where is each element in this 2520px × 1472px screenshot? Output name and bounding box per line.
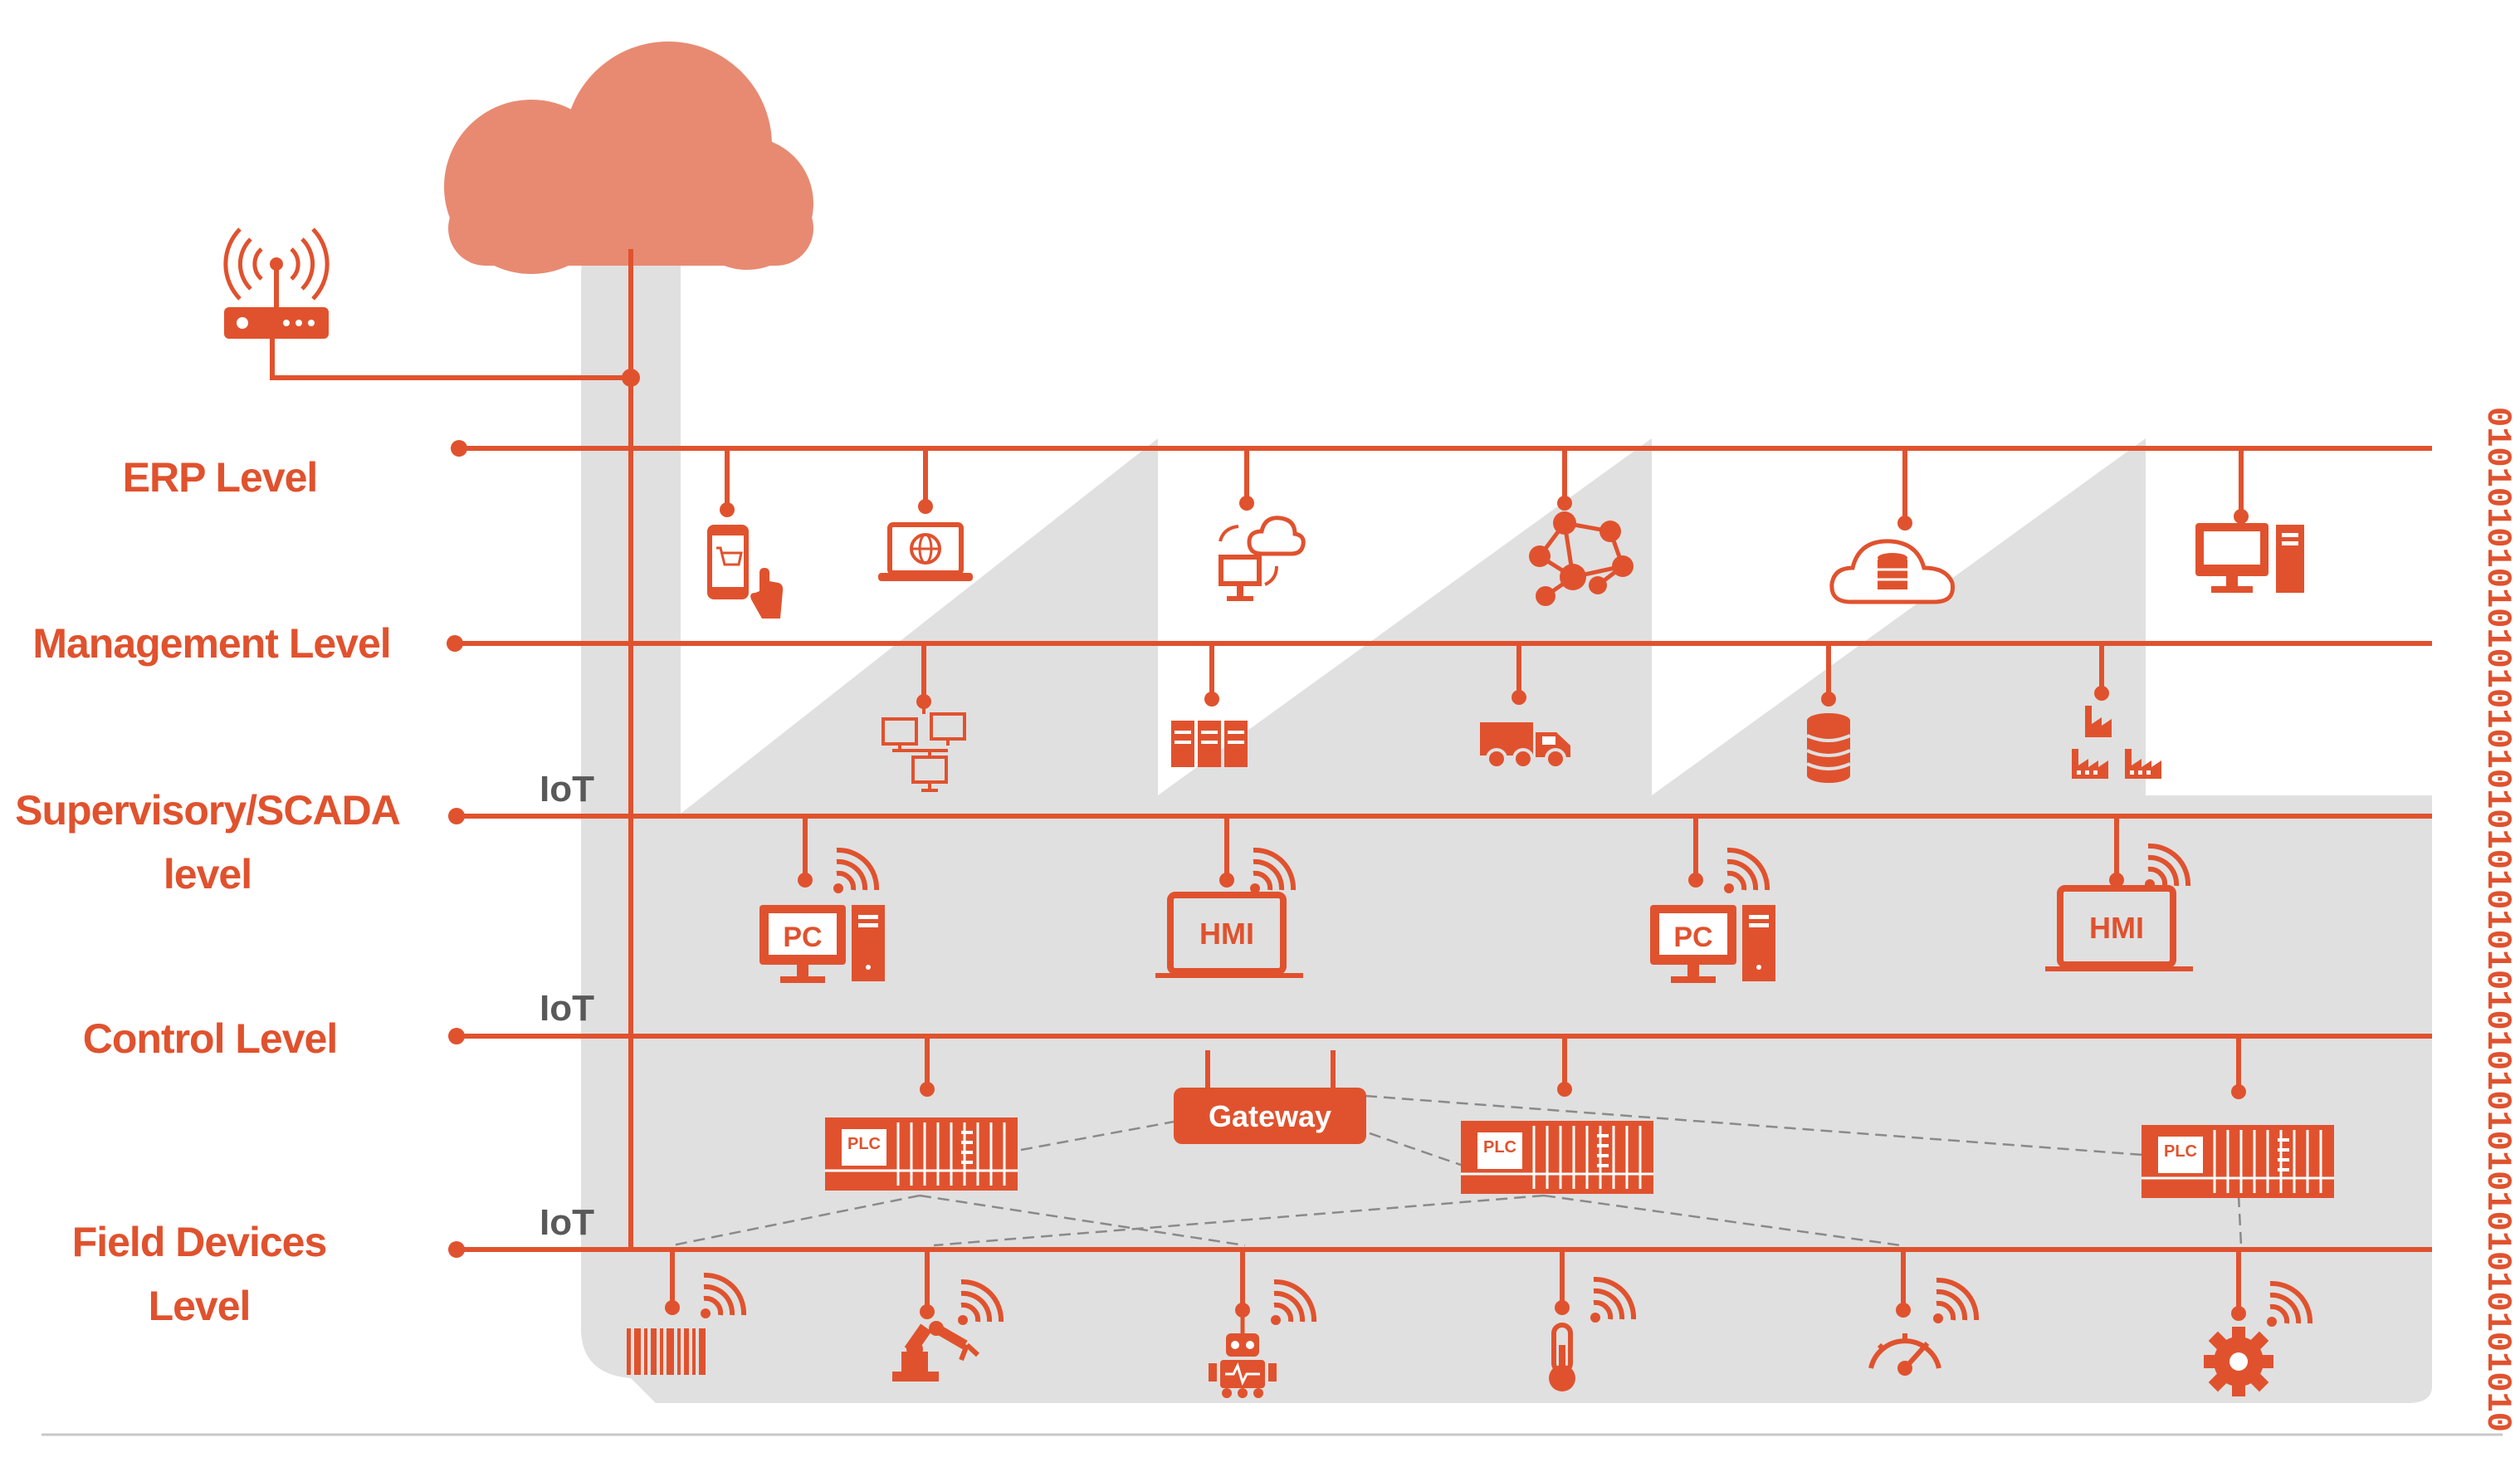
iot-label-supervisory: IoT	[540, 769, 594, 809]
iot-label-control: IoT	[540, 988, 594, 1029]
hmi-label-1: HMI	[1199, 917, 1254, 951]
factory-background	[581, 249, 2432, 1403]
database-icon	[1806, 713, 1851, 783]
robot-icon	[1209, 1310, 1277, 1398]
erp-level-label: ERP Level	[123, 454, 318, 501]
scada-pc-icon-2: PC	[1650, 905, 1775, 983]
cloud-database-icon	[1829, 539, 1956, 604]
plc-icon-3: PLC	[2140, 1123, 2336, 1200]
plc-label-1: PLC	[847, 1135, 881, 1153]
barcode-icon	[627, 1328, 706, 1375]
network-users-icon	[1529, 511, 1634, 606]
wifi-router-icon	[223, 227, 330, 339]
plc-icon-2: PLC	[1459, 1119, 1655, 1196]
factories-icon	[2072, 706, 2161, 779]
scada-hmi-icon-2: HMI	[2045, 885, 2193, 971]
gateway-label: Gateway	[1209, 1099, 1331, 1133]
speedometer-icon	[1868, 1333, 1941, 1376]
binary-data-stream: 0101010101010101010101010101010101010101…	[2478, 407, 2518, 1432]
laptop-globe-icon	[878, 522, 973, 581]
field-devices-level-label-line1: Field Devices	[72, 1219, 327, 1265]
network-backbone	[270, 249, 633, 1249]
wireless-links	[672, 1094, 2243, 1247]
plc-label-2: PLC	[1483, 1138, 1516, 1157]
scada-pc-icon-1: PC	[759, 905, 885, 983]
field-devices-level-label-line2: Level	[149, 1283, 251, 1329]
hmi-label-2: HMI	[2089, 911, 2144, 945]
scada-hmi-icon-1: HMI	[1155, 892, 1303, 978]
gateway-box: Gateway	[1174, 1088, 1366, 1144]
supervisory-level-label-line2: level	[164, 851, 252, 897]
robotic-arm-icon	[892, 1321, 980, 1382]
iot-label-field: IoT	[540, 1202, 594, 1243]
pc-label-2: PC	[1673, 922, 1712, 953]
plc-icon-1: PLC	[823, 1116, 1019, 1192]
networked-computers-icon	[882, 702, 966, 792]
cloud-icon	[444, 42, 813, 274]
mobile-shop-icon	[707, 525, 784, 619]
supervisory-level-label-line1: Supervisory/SCADA	[15, 787, 400, 834]
control-level-label: Control Level	[83, 1015, 337, 1062]
pc-label-1: PC	[783, 922, 822, 953]
server-rack-icon	[1170, 719, 1249, 769]
thermometer-icon	[1549, 1323, 1575, 1391]
gear-icon	[2204, 1327, 2273, 1396]
plc-label-3: PLC	[2164, 1142, 2197, 1161]
desktop-computer-icon	[2195, 523, 2304, 593]
delivery-truck-icon	[1480, 722, 1570, 770]
cloud-sync-computer-icon	[1218, 516, 1306, 601]
management-level-label: Management Level	[32, 620, 390, 667]
